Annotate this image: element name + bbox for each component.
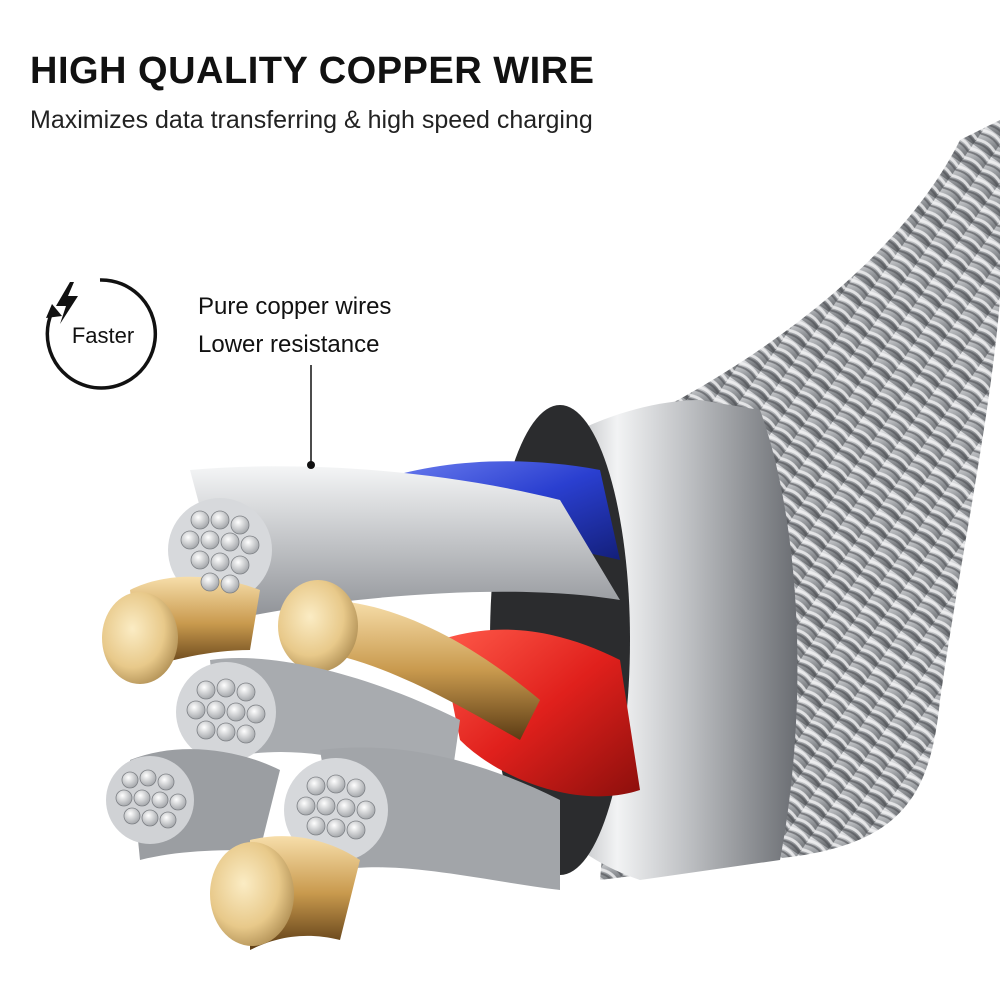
callout-pointer-dot: [307, 461, 315, 469]
strand-dots: [115, 510, 376, 840]
callout-line-2: Lower resistance: [198, 331, 380, 358]
faster-badge: Faster: [38, 272, 162, 396]
circular-arrow-icon: [45, 278, 158, 390]
copper-core-body: [310, 600, 540, 740]
page-subtitle: Maximizes data transferring & high speed…: [30, 106, 593, 134]
badge-label: Faster: [71, 323, 135, 348]
copper-core-face: [278, 580, 358, 672]
page-title: HIGH QUALITY COPPER WIRE: [30, 50, 595, 92]
copper-core-bottom-face: [210, 842, 294, 946]
copper-core-left-face: [102, 592, 178, 684]
callout-line-1: Pure copper wires: [198, 293, 392, 320]
lightning-bolt-icon: [56, 282, 78, 324]
silver-strand-bundle: [190, 466, 620, 620]
copper-callout: Pure copper wires Lower resistance: [198, 288, 391, 364]
